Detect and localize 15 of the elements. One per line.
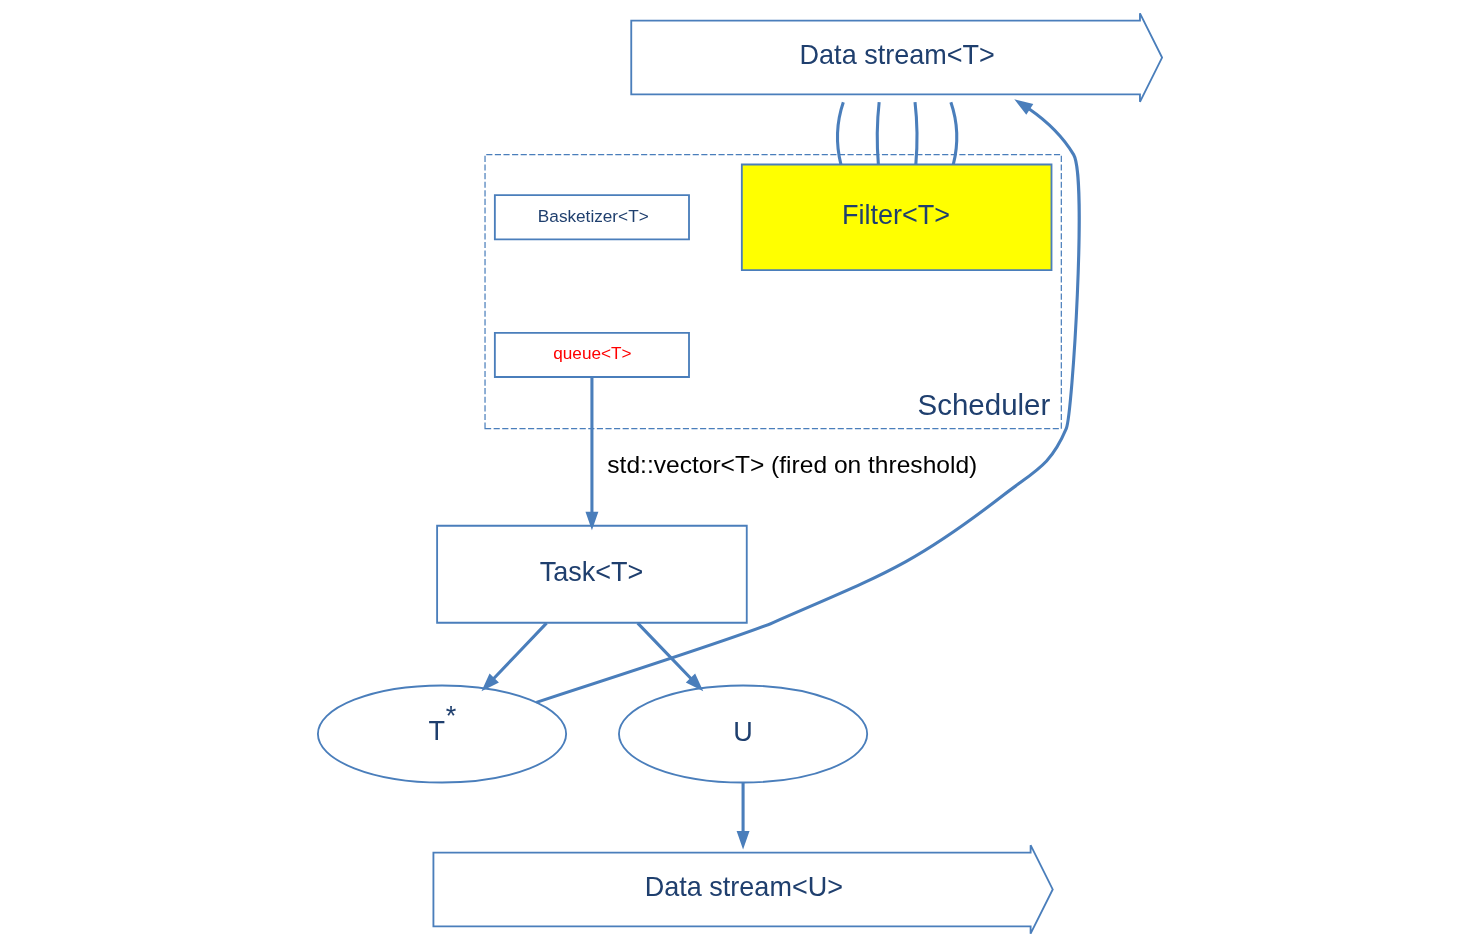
node-box: queue<T> xyxy=(493,331,690,378)
arrow xyxy=(480,622,548,692)
arrow xyxy=(535,99,1081,704)
node-box: Basketizer<T> xyxy=(493,194,690,241)
connector xyxy=(875,102,881,165)
node-box: Task<T> xyxy=(435,524,748,624)
connector xyxy=(948,101,958,165)
arrow xyxy=(736,782,750,850)
connector xyxy=(835,101,845,165)
arrow xyxy=(636,622,703,692)
arrow xyxy=(584,377,598,531)
node-ellipse: U xyxy=(617,684,868,784)
connector xyxy=(913,102,918,165)
node-box: Filter<T> xyxy=(740,163,1052,272)
edge-label: std::vector<T> (fired on threshold) xyxy=(606,450,977,478)
